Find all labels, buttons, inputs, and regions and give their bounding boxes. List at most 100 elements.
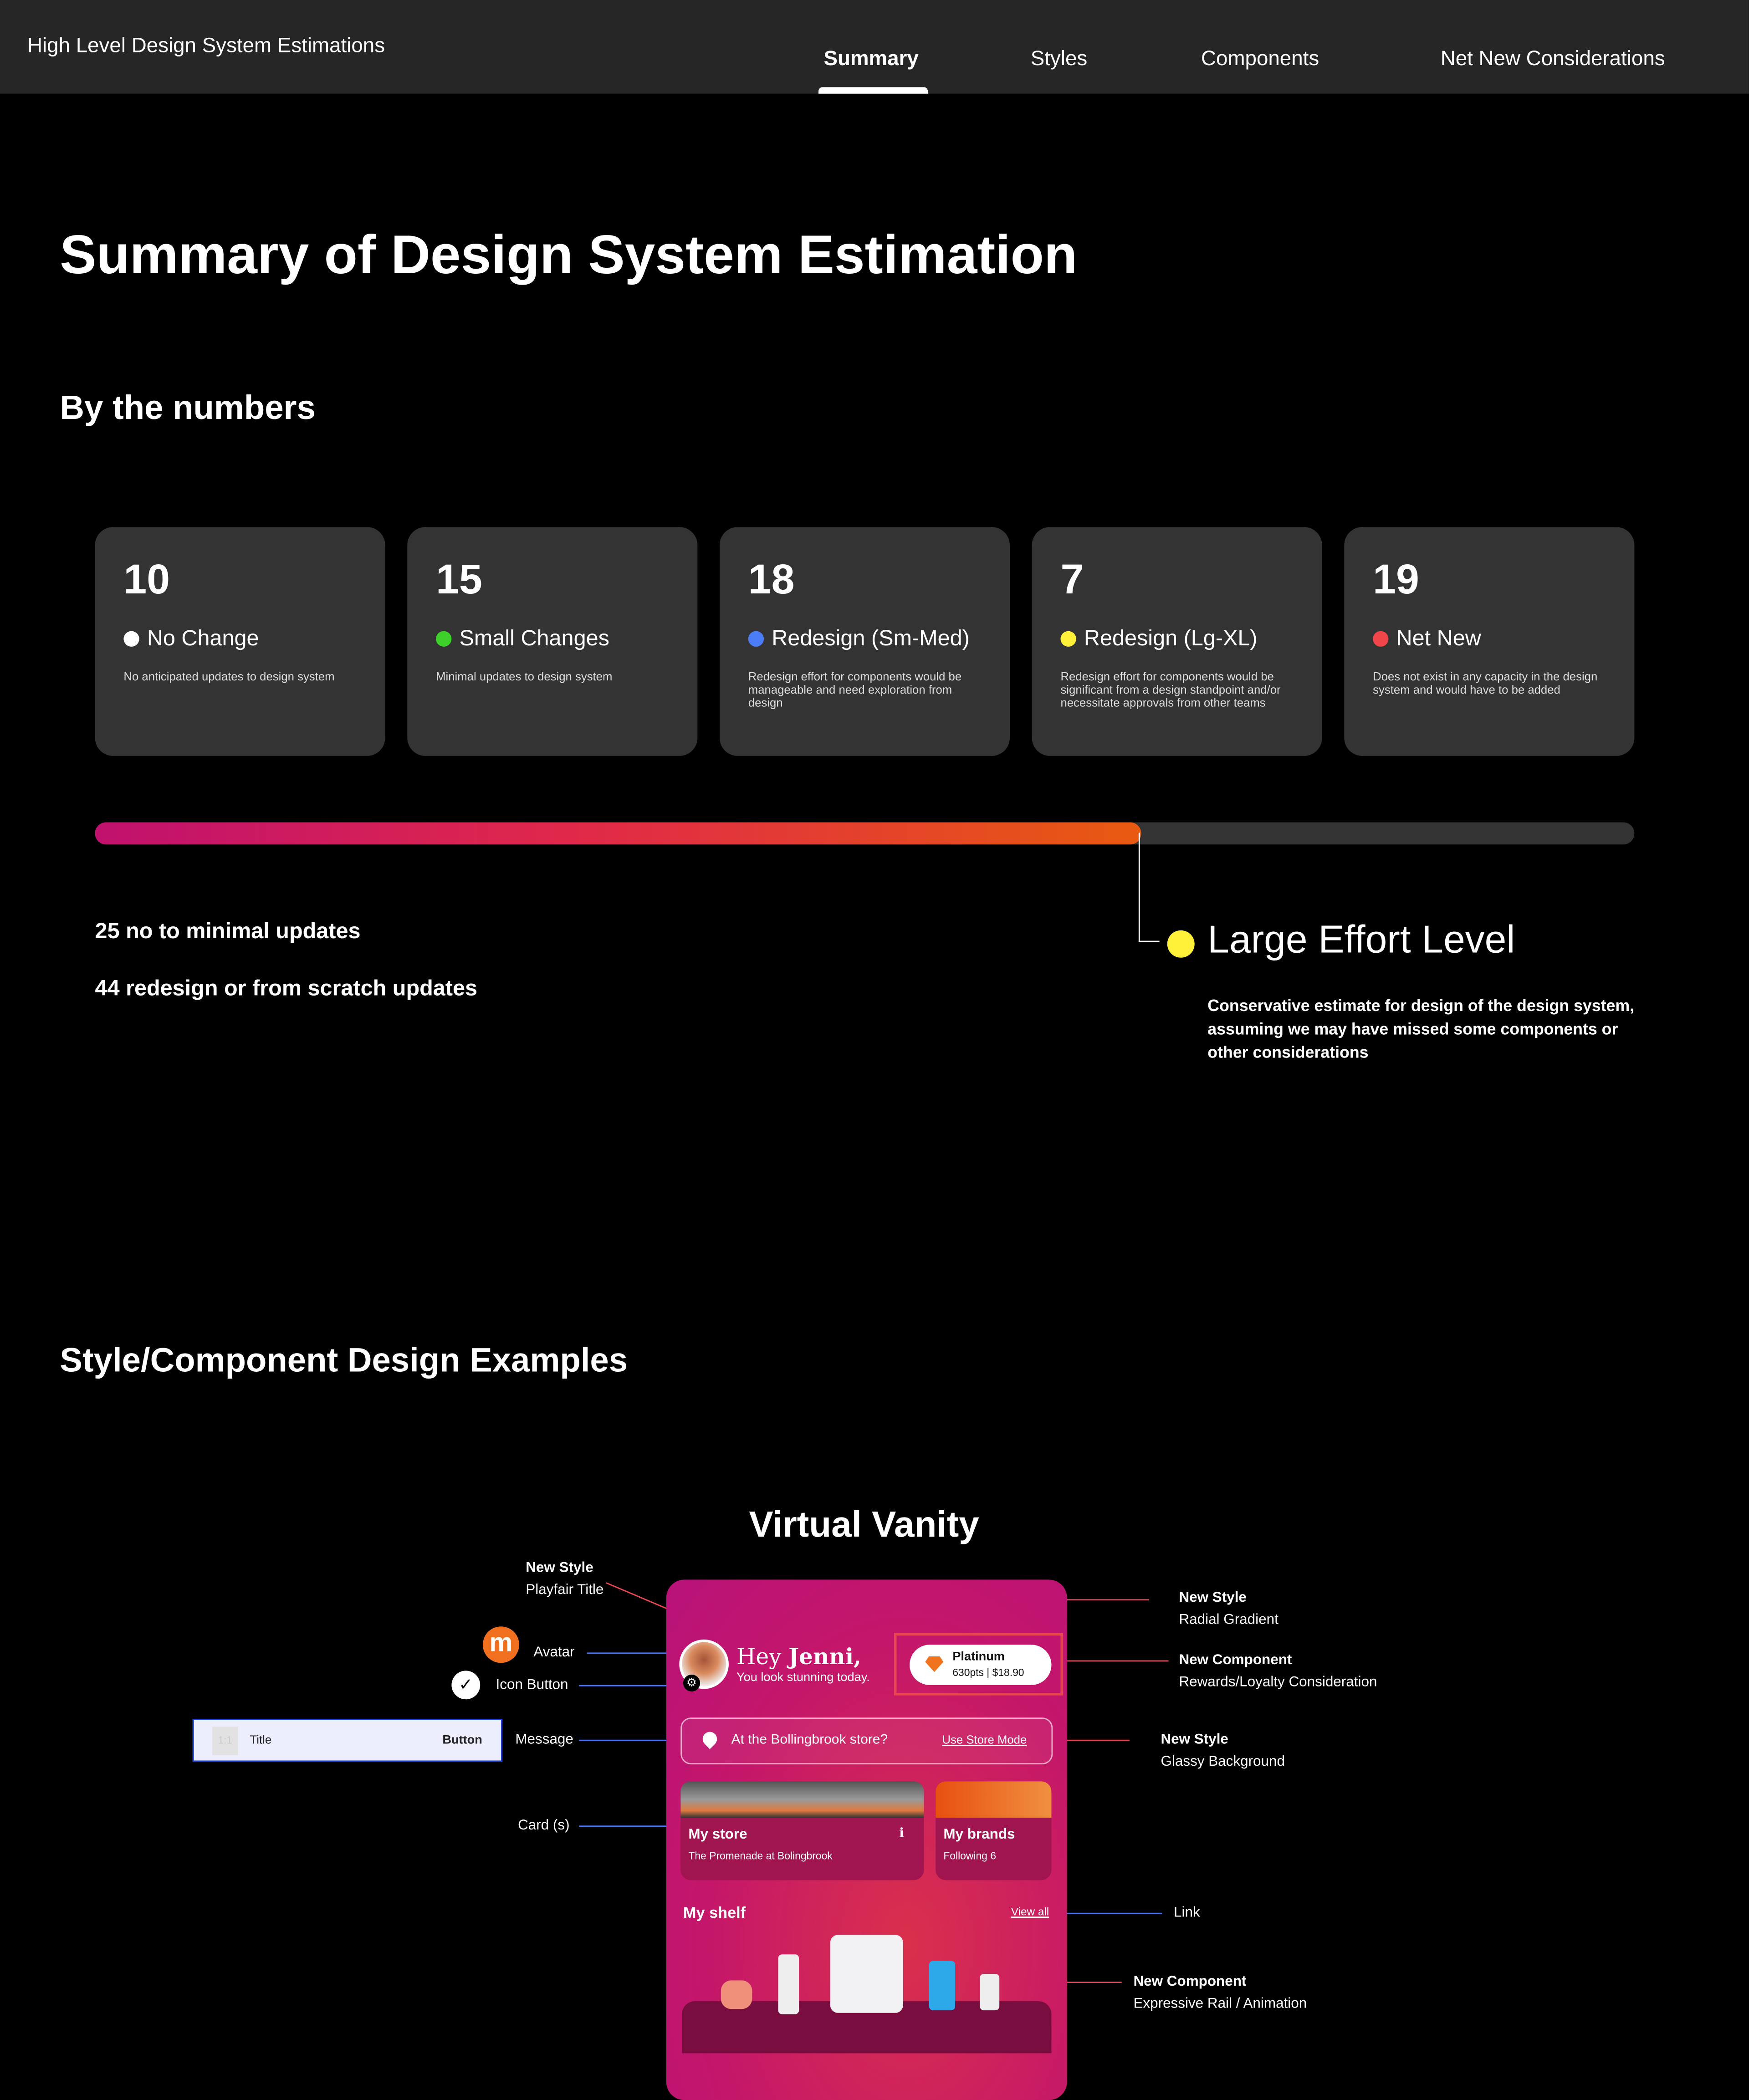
effort-progress-bar	[95, 822, 1635, 845]
store-image	[680, 1781, 924, 1818]
annotation-name: Radial Gradient	[1179, 1612, 1279, 1628]
status-dot-icon	[1373, 631, 1389, 647]
stat-label: Redesign (Lg-XL)	[1060, 626, 1293, 652]
effort-level-title: Large Effort Level	[1207, 919, 1515, 962]
status-dot-icon	[436, 631, 452, 647]
status-dot-icon	[748, 631, 764, 647]
product-image[interactable]	[980, 1974, 1000, 2011]
greeting-name: Jenni,	[788, 1645, 861, 1671]
loyalty-tier: Platinum	[952, 1650, 1005, 1665]
stat-count: 15	[436, 555, 482, 603]
card-subtitle: The Promenade at Bolingbrook	[688, 1850, 833, 1862]
stat-minimal-updates: 25 no to minimal updates	[95, 919, 361, 944]
my-store-card[interactable]: My store The Promenade at Bolingbrook ℹ	[680, 1781, 924, 1880]
tab-net-new-considerations[interactable]: Net New Considerations	[1440, 48, 1665, 71]
stat-label-text: Redesign (Lg-XL)	[1084, 626, 1258, 651]
brands-image	[936, 1781, 1052, 1818]
page-title: Summary of Design System Estimation	[60, 224, 1078, 285]
stat-label-text: Small Changes	[459, 626, 609, 651]
stat-count: 7	[1060, 555, 1084, 603]
stat-label-text: Net New	[1396, 626, 1481, 651]
message-text: At the Bollingbrook store?	[731, 1732, 888, 1747]
annotation-kind: New Component	[1133, 1974, 1247, 1990]
stat-description: No anticipated updates to design system	[123, 670, 335, 683]
row-button[interactable]: Button	[442, 1733, 482, 1747]
view-all-link[interactable]: View all	[1011, 1905, 1049, 1918]
section-heading-examples: Style/Component Design Examples	[60, 1340, 628, 1380]
store-message: At the Bollingbrook store? Use Store Mod…	[680, 1717, 1053, 1765]
annotation-line	[579, 1685, 686, 1686]
my-brands-card[interactable]: My brands Following 6	[936, 1781, 1052, 1880]
info-icon[interactable]: ℹ	[899, 1827, 905, 1841]
tab-styles[interactable]: Styles	[1030, 48, 1088, 71]
row-title: Title	[250, 1733, 272, 1747]
effort-level-description: Conservative estimate for design of the …	[1207, 996, 1635, 1062]
use-store-mode-link[interactable]: Use Store Mode	[942, 1733, 1027, 1747]
tab-summary[interactable]: Summary	[823, 48, 919, 71]
annotation-kind: New Style	[526, 1560, 593, 1576]
loyalty-pill[interactable]: Platinum 630pts | $18.90	[910, 1645, 1052, 1685]
stat-description: Redesign effort for components would be …	[1060, 670, 1281, 710]
annotation-line	[1058, 1912, 1162, 1914]
check-icon: ✓	[451, 1671, 481, 1700]
product-image[interactable]	[929, 1961, 956, 2011]
annotation-name: Playfair Title	[526, 1582, 604, 1598]
gear-icon[interactable]: ⚙	[683, 1674, 701, 1692]
stat-description: Redesign effort for components would be …	[748, 670, 962, 710]
status-dot-icon	[1060, 631, 1076, 647]
status-dot-icon	[123, 631, 139, 647]
stat-label-text: Redesign (Sm-Med)	[772, 626, 970, 651]
stat-description: Does not exist in any capacity in the de…	[1373, 670, 1598, 696]
stat-card: 10 No Change No anticipated updates to d…	[95, 527, 385, 756]
greeting-hey: Hey	[736, 1645, 789, 1671]
stat-redesign-updates: 44 redesign or from scratch updates	[95, 976, 478, 1001]
section-heading-numbers: By the numbers	[60, 388, 316, 427]
tab-components[interactable]: Components	[1201, 48, 1319, 71]
card-title: My store	[688, 1827, 747, 1843]
product-image[interactable]	[830, 1935, 903, 2013]
stat-count: 19	[1373, 555, 1419, 603]
effort-progress-fill	[95, 822, 1142, 845]
stat-label: Redesign (Sm-Med)	[748, 626, 981, 652]
annotation-link: Link	[1174, 1905, 1200, 1921]
stat-card: 15 Small Changes Minimal updates to desi…	[407, 527, 698, 756]
annotation-kind: New Style	[1179, 1590, 1247, 1606]
loyalty-points: 630pts | $18.90	[952, 1666, 1024, 1679]
card-subtitle: Following 6	[943, 1850, 996, 1862]
shelf-title: My shelf	[683, 1903, 746, 1922]
stat-count: 10	[123, 555, 170, 603]
stat-card: 7 Redesign (Lg-XL) Redesign effort for c…	[1032, 527, 1322, 756]
annotation-line	[579, 1739, 686, 1741]
annotation-line	[579, 1825, 686, 1827]
thumbnail-placeholder: 1:1	[212, 1727, 238, 1756]
product-image[interactable]	[778, 1954, 799, 2014]
greeting: Hey Jenni,	[736, 1645, 861, 1671]
annotation-icon-button: Icon Button	[496, 1677, 568, 1693]
loyalty-highlight	[894, 1633, 1064, 1696]
stat-label: No Change	[123, 626, 356, 652]
stat-label-text: No Change	[147, 626, 259, 651]
annotation-message: Message	[515, 1732, 573, 1747]
annotation-card: Card (s)	[518, 1818, 570, 1834]
gem-icon	[925, 1656, 944, 1672]
greeting-subtitle: You look stunning today.	[736, 1671, 870, 1685]
app-title: High Level Design System Estimations	[27, 35, 385, 57]
example-title: Virtual Vanity	[749, 1504, 979, 1545]
stat-label: Net New	[1373, 626, 1606, 652]
product-image[interactable]	[721, 1980, 752, 2009]
annotation-name: Rewards/Loyalty Consideration	[1179, 1674, 1377, 1691]
annotation-line	[1045, 1739, 1130, 1741]
list-row-sample: 1:1 Title Button	[192, 1719, 502, 1762]
annotation-line	[1064, 1660, 1169, 1662]
connector-arrow	[1138, 833, 1160, 942]
active-tab-indicator	[818, 87, 928, 94]
annotation-kind: New Style	[1161, 1732, 1228, 1747]
phone-mockup: ⚙ Hey Jenni, You look stunning today. Pl…	[666, 1579, 1067, 2100]
card-title: My brands	[943, 1827, 1015, 1843]
